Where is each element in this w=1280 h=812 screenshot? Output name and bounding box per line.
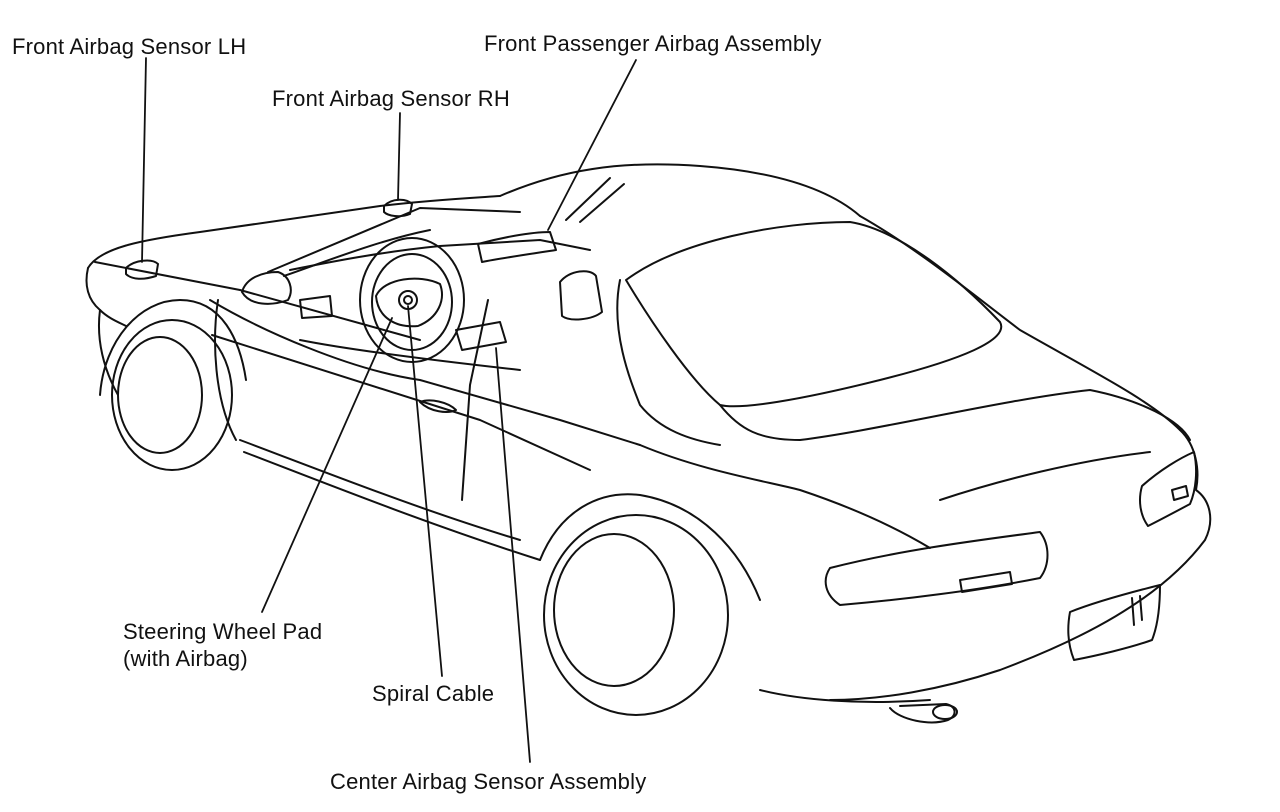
front-bumper	[99, 310, 118, 395]
plate-mark	[1132, 596, 1142, 625]
spiral-hub-inner	[404, 296, 412, 304]
trunk-crease	[940, 452, 1150, 500]
rear-bumper	[760, 690, 930, 702]
front-nose	[87, 268, 127, 326]
c-pillar	[617, 280, 720, 445]
a-pillar	[268, 208, 520, 272]
rear-wheel-arch	[540, 494, 760, 600]
leader-center-sensor	[496, 348, 530, 762]
rear-quarter	[640, 445, 930, 548]
exhaust-tip	[933, 705, 957, 719]
interior	[126, 200, 602, 370]
tail-light-right-inner	[1172, 486, 1188, 500]
rear-rim	[554, 534, 674, 686]
leader-steering-pad	[262, 318, 392, 612]
b-pillar-line	[462, 300, 488, 500]
label-steering-wheel-pad: Steering Wheel Pad (with Airbag)	[123, 618, 322, 672]
leader-spiral-cable	[408, 306, 442, 676]
tail-light-left-inner	[960, 572, 1012, 592]
leader-lines	[142, 58, 636, 762]
leader-sensor-lh	[142, 58, 146, 262]
wheels	[100, 300, 760, 715]
steering-pad	[376, 279, 442, 327]
leader-sensor-rh	[398, 113, 400, 200]
seat-inner	[300, 296, 332, 318]
trunk-outline	[860, 216, 1180, 430]
label-spiral-cable: Spiral Cable	[372, 681, 495, 706]
steering-wheel-rim	[360, 238, 464, 362]
a-pillar-inner	[284, 230, 430, 276]
side-mid-line	[212, 335, 590, 470]
trunk-lid	[720, 390, 1190, 440]
label-front-passenger-airbag-assembly: Front Passenger Airbag Assembly	[484, 31, 822, 56]
license-plate-recess	[1068, 585, 1160, 660]
car-body	[87, 164, 1211, 722]
roof-outline	[500, 164, 860, 216]
rear-window	[626, 222, 1001, 406]
front-door-line	[215, 300, 236, 440]
label-front-airbag-sensor-rh: Front Airbag Sensor RH	[272, 86, 510, 111]
hood-crease	[95, 262, 420, 340]
label-front-airbag-sensor-lh: Front Airbag Sensor LH	[12, 34, 247, 59]
label-center-airbag-sensor-assembly: Center Airbag Sensor Assembly	[330, 769, 647, 794]
label-steering-wheel-pad-line2: (with Airbag)	[123, 646, 248, 671]
dashboard-lower	[300, 340, 520, 370]
front-rim	[118, 337, 202, 453]
rear-tire	[544, 515, 728, 715]
door-handle	[420, 400, 456, 412]
console	[456, 322, 506, 350]
tail-light-right	[1140, 452, 1196, 526]
hood-outline	[88, 196, 500, 268]
seat	[560, 271, 602, 319]
rear-body	[830, 430, 1210, 700]
front-tire	[112, 320, 232, 470]
dashboard	[290, 240, 590, 270]
label-steering-wheel-pad-line1: Steering Wheel Pad	[123, 619, 323, 644]
sensor-lh	[126, 261, 158, 279]
sensor-rh	[384, 200, 412, 216]
side-rocker-line	[240, 440, 520, 540]
roof-inner-2	[580, 184, 624, 222]
front-wheel-arch	[100, 300, 246, 395]
roof-inner-1	[566, 178, 610, 220]
passenger-airbag	[478, 232, 556, 262]
tail-light-left	[826, 532, 1048, 605]
leader-passenger-airbag	[548, 60, 636, 230]
side-mirror	[242, 272, 291, 304]
side-rocker-lower	[244, 452, 540, 560]
